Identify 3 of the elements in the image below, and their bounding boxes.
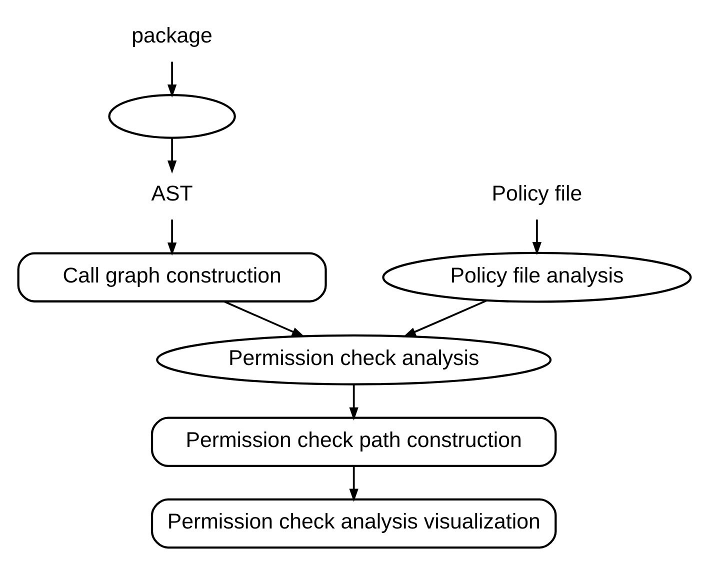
node-text: package — [132, 24, 212, 48]
node-text: AST — [151, 181, 193, 206]
node-text: Policy file — [492, 181, 582, 206]
